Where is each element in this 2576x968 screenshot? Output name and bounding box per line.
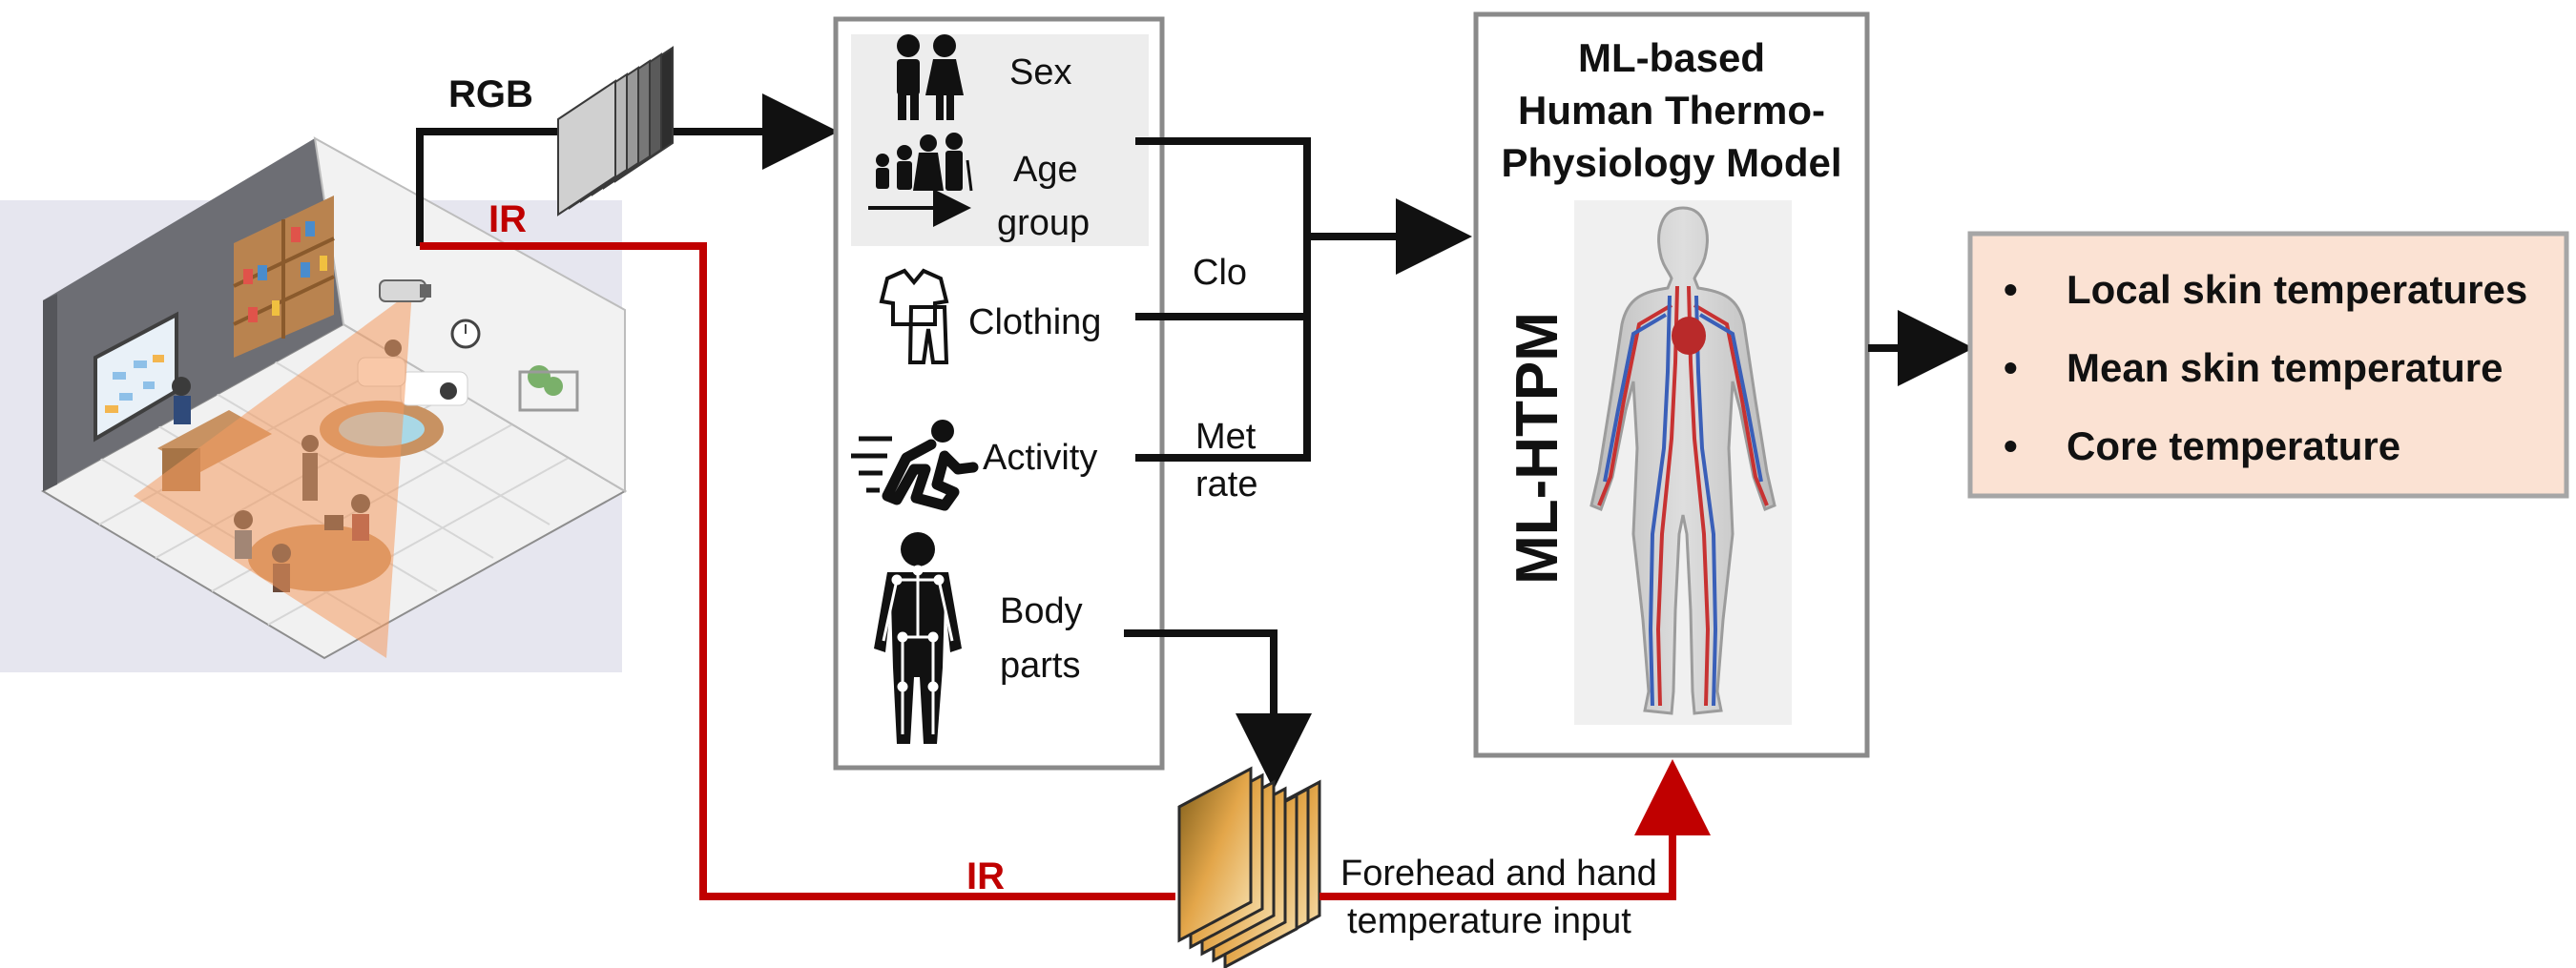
ir-frames-icon — [1177, 766, 1321, 968]
output-bullet: • — [2004, 345, 2018, 390]
rgb-route — [416, 93, 839, 246]
ir-route — [420, 242, 1175, 900]
camera-icon — [379, 279, 431, 302]
rgb-frames-icon — [557, 46, 674, 216]
attribute-connectors — [1124, 137, 1472, 790]
office-room-illustration — [0, 136, 628, 672]
couple-icon — [897, 34, 964, 120]
model-acronym: ML-HTPM — [1505, 312, 1570, 585]
model-title-line2: Human Thermo- — [1518, 88, 1825, 133]
output-item: • Mean skin temperature — [2004, 345, 2503, 390]
model-title-line1: ML-based — [1578, 35, 1765, 80]
ir-label-bottom: IR — [966, 855, 1005, 897]
sex-label: Sex — [1009, 52, 1071, 93]
age-label-line1: Age — [1013, 150, 1078, 190]
circulatory-body-icon — [1574, 200, 1792, 725]
ir-input-label-line2: temperature input — [1347, 901, 1631, 941]
output-mean-skin: Mean skin temperature — [2067, 345, 2503, 390]
family-icon — [868, 133, 973, 227]
body-parts-label-line2: parts — [1000, 646, 1080, 686]
output-core: Core temperature — [2067, 423, 2400, 468]
attributes-panel — [833, 16, 1165, 771]
output-item: • Local skin temperatures — [2004, 267, 2527, 312]
clo-label: Clo — [1193, 253, 1247, 293]
ir-input-route — [1319, 759, 1711, 900]
ir-label-top: IR — [488, 198, 527, 240]
output-local-skin: Local skin temperatures — [2067, 267, 2527, 312]
clothing-label: Clothing — [968, 302, 1101, 342]
skeleton-icon — [874, 532, 962, 744]
output-list: • Local skin temperatures • Mean skin te… — [2004, 267, 2527, 468]
ir-input-label-line1: Forehead and hand — [1340, 854, 1657, 894]
model-title-line3: Physiology Model — [1501, 140, 1841, 185]
met-rate-label-line2: rate — [1195, 464, 1257, 505]
output-bullet: • — [2004, 267, 2018, 312]
activity-label: Activity — [983, 438, 1097, 478]
rgb-label: RGB — [448, 73, 533, 115]
output-item: • Core temperature — [2004, 423, 2400, 468]
clothing-icon — [879, 268, 949, 364]
body-parts-label-line1: Body — [1000, 591, 1083, 631]
met-rate-label-line1: Met — [1195, 417, 1257, 457]
outputs-panel — [1967, 231, 2569, 499]
output-bullet: • — [2004, 423, 2018, 468]
runner-icon — [851, 420, 979, 511]
age-label-line2: group — [997, 203, 1090, 243]
